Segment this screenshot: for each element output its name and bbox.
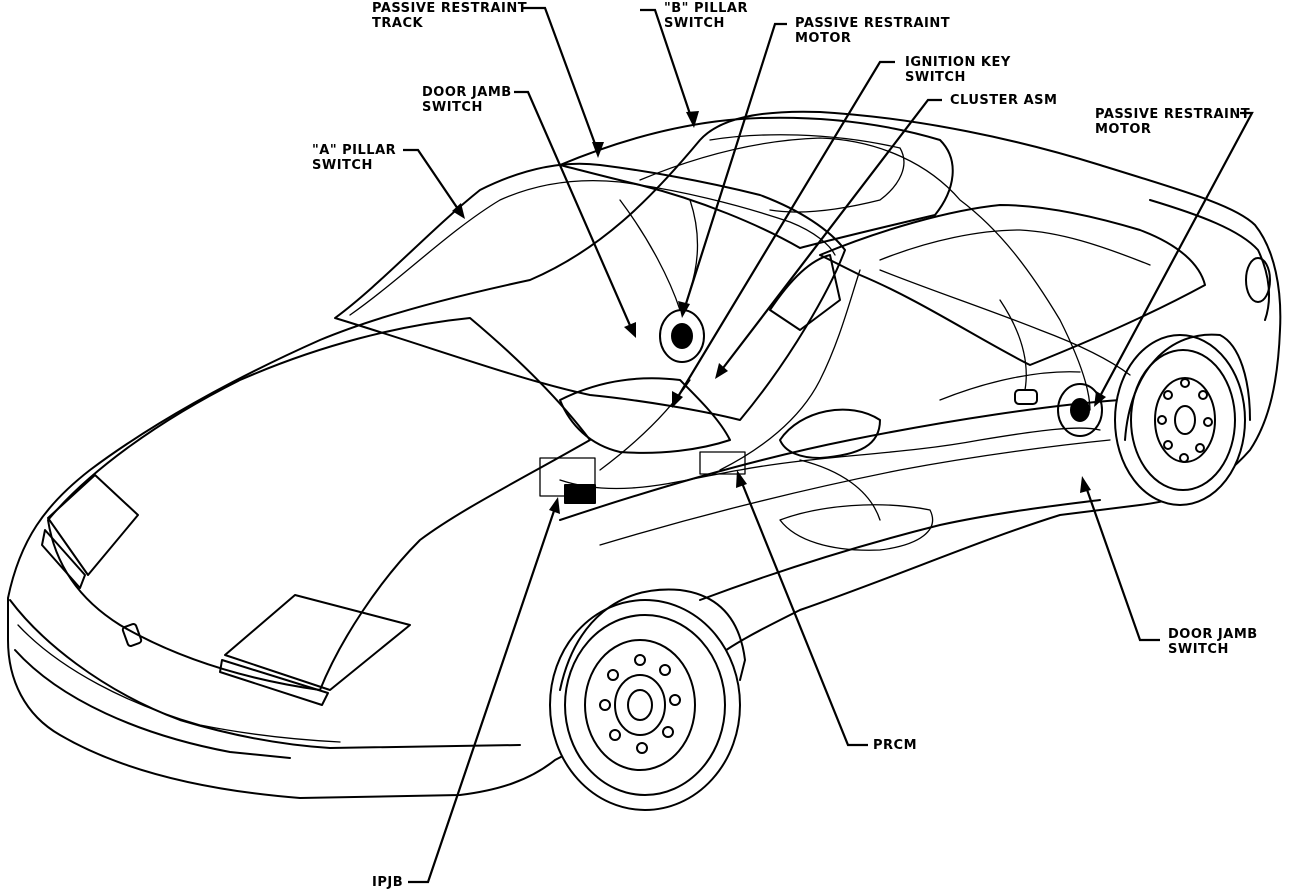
leader-prcm [738, 477, 868, 747]
leader-door-jamb-switch-top [514, 90, 634, 331]
label-cluster-asm: CLUSTER ASM [950, 93, 1058, 108]
hood-outline [47, 317, 591, 691]
label-ignition-key-switch: IGNITION KEY SWITCH [905, 55, 1011, 85]
console-outline [559, 377, 731, 454]
prcm-module [699, 451, 746, 475]
label-a-pillar-switch: "A" PILLAR SWITCH [312, 143, 397, 173]
label-passive-restraint-motor-right: PASSIVE RESTRAINT MOTOR [1095, 107, 1251, 137]
leader-door-jamb-switch-right [1083, 483, 1160, 642]
leader-a-pillar-switch [403, 148, 461, 213]
leader-passive-restraint-track [522, 6, 600, 153]
label-prcm: PRCM [873, 738, 918, 753]
right-headlight [224, 594, 411, 691]
leader-passive-restraint-motor-right [1097, 111, 1254, 401]
roof-outline [559, 116, 954, 249]
left-headlight [47, 474, 139, 576]
leader-ipjb [408, 504, 558, 884]
label-door-jamb-switch-right: DOOR JAMB SWITCH [1168, 627, 1258, 657]
label-door-jamb-switch-top: DOOR JAMB SWITCH [422, 85, 512, 115]
leader-passive-restraint-motor-top [682, 22, 787, 311]
windshield-outline [334, 162, 846, 421]
rear-wheel [1114, 334, 1246, 506]
front-wheel [549, 599, 741, 811]
car-body-outline [7, 110, 1282, 799]
leader-ignition-key-switch [675, 60, 895, 401]
label-b-pillar-switch: "B" PILLAR SWITCH [664, 1, 748, 31]
label-passive-restraint-track: PASSIVE RESTRAINT TRACK [372, 1, 528, 31]
label-passive-restraint-motor-top: PASSIVE RESTRAINT MOTOR [795, 16, 951, 46]
leader-cluster-asm [719, 98, 942, 373]
rear-motor [1057, 383, 1103, 437]
seat-outline [779, 408, 881, 459]
label-ipjb: IPJB [372, 875, 404, 890]
leader-b-pillar-switch [640, 8, 694, 121]
